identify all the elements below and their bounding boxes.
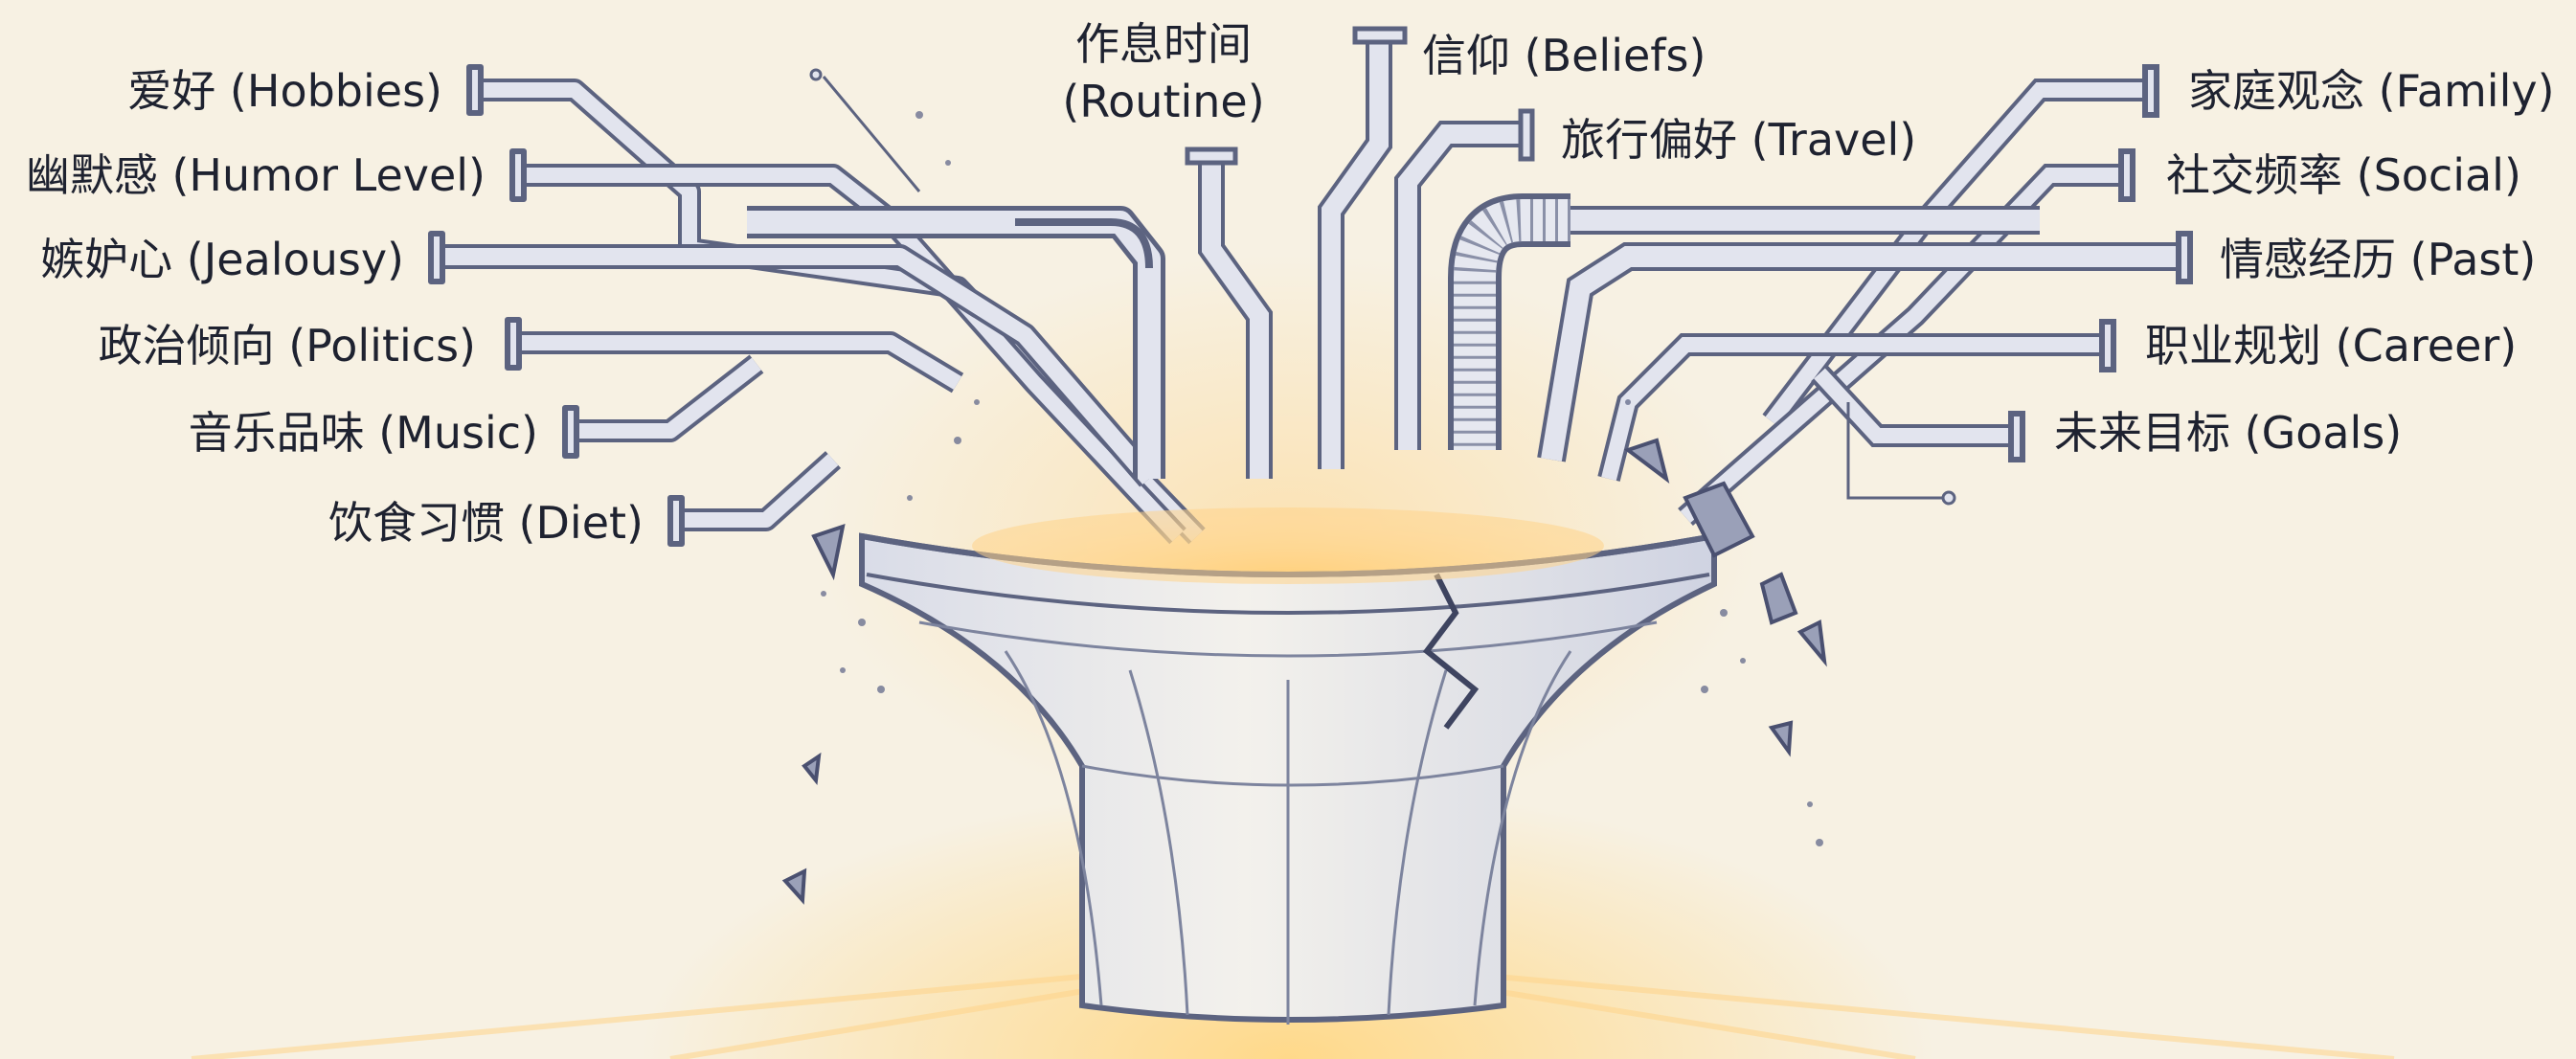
broken-funnel-icon [859,507,1717,1025]
label-goals: 未来目标 (Goals) [2054,407,2403,459]
label-travel: 旅行偏好 (Travel) [1561,114,1917,166]
label-humor: 幽默感 (Humor Level) [25,149,486,201]
label-family: 家庭观念 (Family) [2188,65,2555,117]
label-routine-en: (Routine) [1062,76,1265,127]
label-routine-zh: 作息时间 [1075,18,1252,70]
label-career: 职业规划 (Career) [2145,320,2518,372]
label-past: 情感经历 (Past) [2220,234,2537,285]
label-social: 社交频率 (Social) [2166,149,2521,201]
label-jealousy: 嫉妒心 (Jealousy) [40,234,404,285]
label-diet: 饮食习惯 (Diet) [328,497,644,549]
label-music: 音乐品味 (Music) [188,407,538,459]
label-hobbies: 爱好 (Hobbies) [127,65,442,117]
label-beliefs: 信仰 (Beliefs) [1422,30,1706,81]
label-politics: 政治倾向 (Politics) [98,320,476,372]
dust-particles [821,111,1823,846]
left-pipes [428,64,1206,547]
center-pipes [1015,26,1570,479]
debris-icon [781,438,1827,905]
right-pipes [809,64,2193,527]
